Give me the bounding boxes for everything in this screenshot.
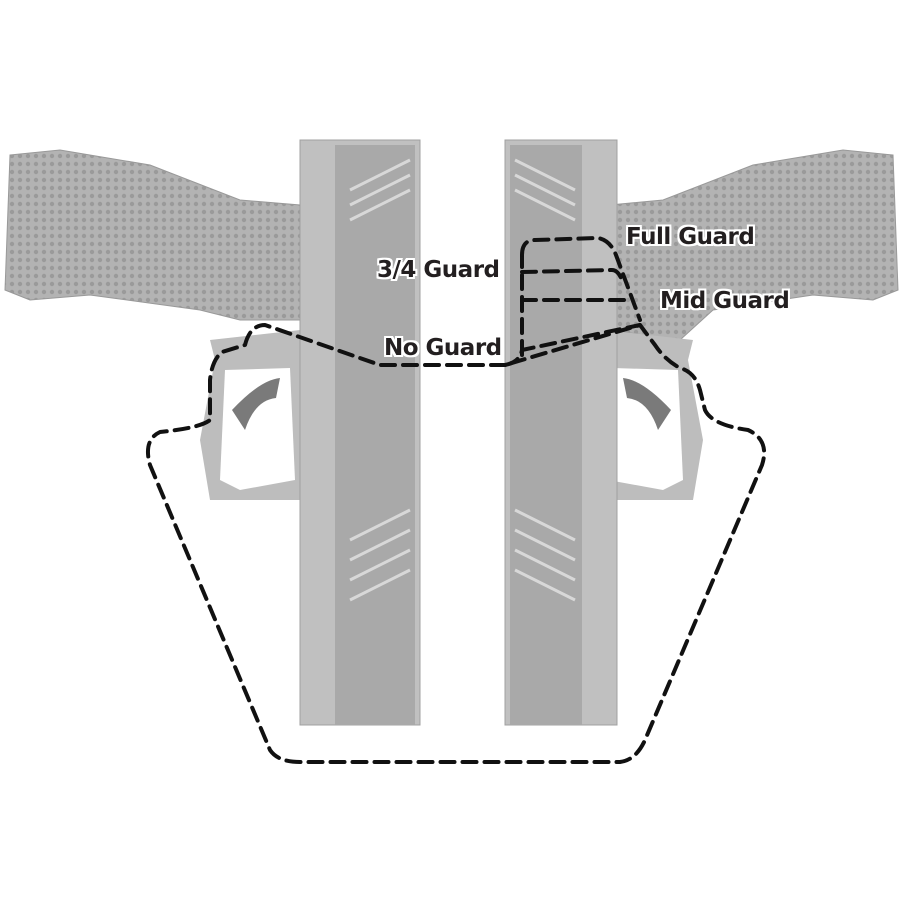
left-pistol-grip	[4, 149, 301, 321]
left-trigger-guard-hole	[220, 368, 295, 490]
label-full-guard: Full Guard	[626, 224, 755, 250]
label-three-quarter-guard: 3/4 Guard	[377, 257, 500, 283]
left-trigger	[232, 378, 280, 430]
left-slide-serrations	[349, 158, 411, 602]
label-no-guard: No Guard	[384, 335, 502, 361]
right-slide-serrations	[514, 158, 576, 602]
right-trigger-guard-hole	[608, 368, 683, 490]
label-mid-guard: Mid Guard	[660, 288, 790, 314]
three-quarter-guard-line	[520, 268, 624, 282]
left-slide-top	[335, 145, 415, 725]
right-slide-top	[510, 145, 582, 725]
holster-outline-outer	[146, 323, 767, 764]
full-guard-line	[520, 236, 642, 322]
left-pistol-image	[4, 139, 421, 726]
right-trigger	[623, 378, 671, 430]
